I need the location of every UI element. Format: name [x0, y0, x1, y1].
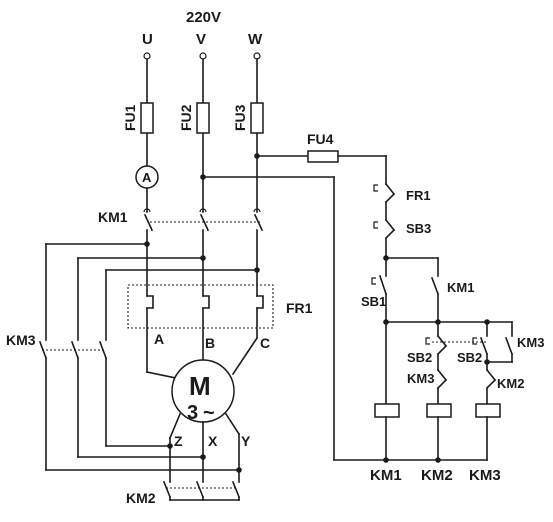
- phase-label-u: U: [142, 31, 153, 48]
- sb2-right-label: SB2: [457, 350, 482, 365]
- fuse-fu2: [196, 102, 210, 134]
- km3-interlock-contact: [436, 368, 448, 405]
- delta-wiring: [45, 241, 260, 471]
- junction-w-control: [254, 153, 260, 159]
- coil-label-km1: KM1: [370, 467, 402, 484]
- motor-phase-count: 3: [187, 402, 198, 424]
- motor-terminal-x: X: [208, 433, 218, 449]
- coil-label-km2: KM2: [421, 467, 453, 484]
- sb1-start-button: [371, 255, 439, 323]
- coil-km3: [475, 403, 501, 418]
- fuse-fu4: [307, 150, 339, 163]
- ammeter: [135, 165, 159, 189]
- phase-label-b: B: [205, 335, 215, 351]
- fuse-fu3: [250, 102, 264, 134]
- sb1-label: SB1: [361, 294, 386, 309]
- km3-main-label: KM3: [6, 332, 36, 348]
- motor-ac-symbol: ~: [203, 402, 215, 424]
- km1-main-contacts: [143, 208, 264, 232]
- fuse-label-fu3: FU3: [232, 104, 248, 131]
- km2-star-label: KM2: [126, 490, 156, 506]
- coil-km2: [426, 403, 452, 418]
- fr1-relay-label: FR1: [286, 300, 313, 316]
- km2-interlock-contact: [485, 368, 497, 405]
- sb2-left-label: SB2: [407, 350, 432, 365]
- fuse-label-fu2: FU2: [178, 104, 194, 131]
- terminal-w: [253, 52, 261, 60]
- km3-holding-contact: [484, 321, 514, 365]
- sb3-label: SB3: [406, 221, 431, 236]
- motor-letter: M: [189, 371, 211, 401]
- coil-km1: [374, 403, 400, 418]
- motor-terminal-y: Y: [241, 433, 251, 449]
- km2-star-contacts: [162, 480, 241, 501]
- fuse-label-fu4: FU4: [307, 131, 334, 147]
- sb2-left-button: [425, 321, 487, 371]
- motor-terminal-leads: [167, 412, 242, 483]
- phase-label-w: W: [248, 31, 263, 48]
- terminal-v: [199, 52, 207, 60]
- sb3-stop-button: [373, 218, 396, 277]
- km3-main-contacts: [38, 340, 108, 360]
- km3-holding-label: KM3: [517, 335, 544, 350]
- km2-interlock-label: KM2: [497, 376, 524, 391]
- coil-label-km3: KM3: [469, 467, 501, 484]
- terminal-u: [143, 52, 151, 60]
- ammeter-label: A: [142, 170, 152, 185]
- fr1-thermal-relay: [127, 284, 274, 329]
- phase-label-v: V: [196, 31, 206, 48]
- fuse-fu1: [140, 102, 154, 134]
- supply-voltage-label: 220V: [186, 9, 221, 26]
- phase-label-c: C: [260, 335, 270, 351]
- km3-interlock-label: KM3: [407, 371, 434, 386]
- phase-label-a: A: [154, 331, 164, 347]
- fr1-heater-elements: [146, 295, 264, 309]
- km1-aux-contact: [430, 257, 440, 323]
- km1-main-label: KM1: [98, 209, 128, 225]
- junction-v-control: [200, 174, 206, 180]
- motor-terminal-z: Z: [174, 433, 183, 449]
- fr1-nc-contact: [373, 182, 396, 221]
- km1-aux-label: KM1: [447, 280, 474, 295]
- fr1-contact-label: FR1: [406, 188, 431, 203]
- fuse-label-fu1: FU1: [122, 104, 138, 131]
